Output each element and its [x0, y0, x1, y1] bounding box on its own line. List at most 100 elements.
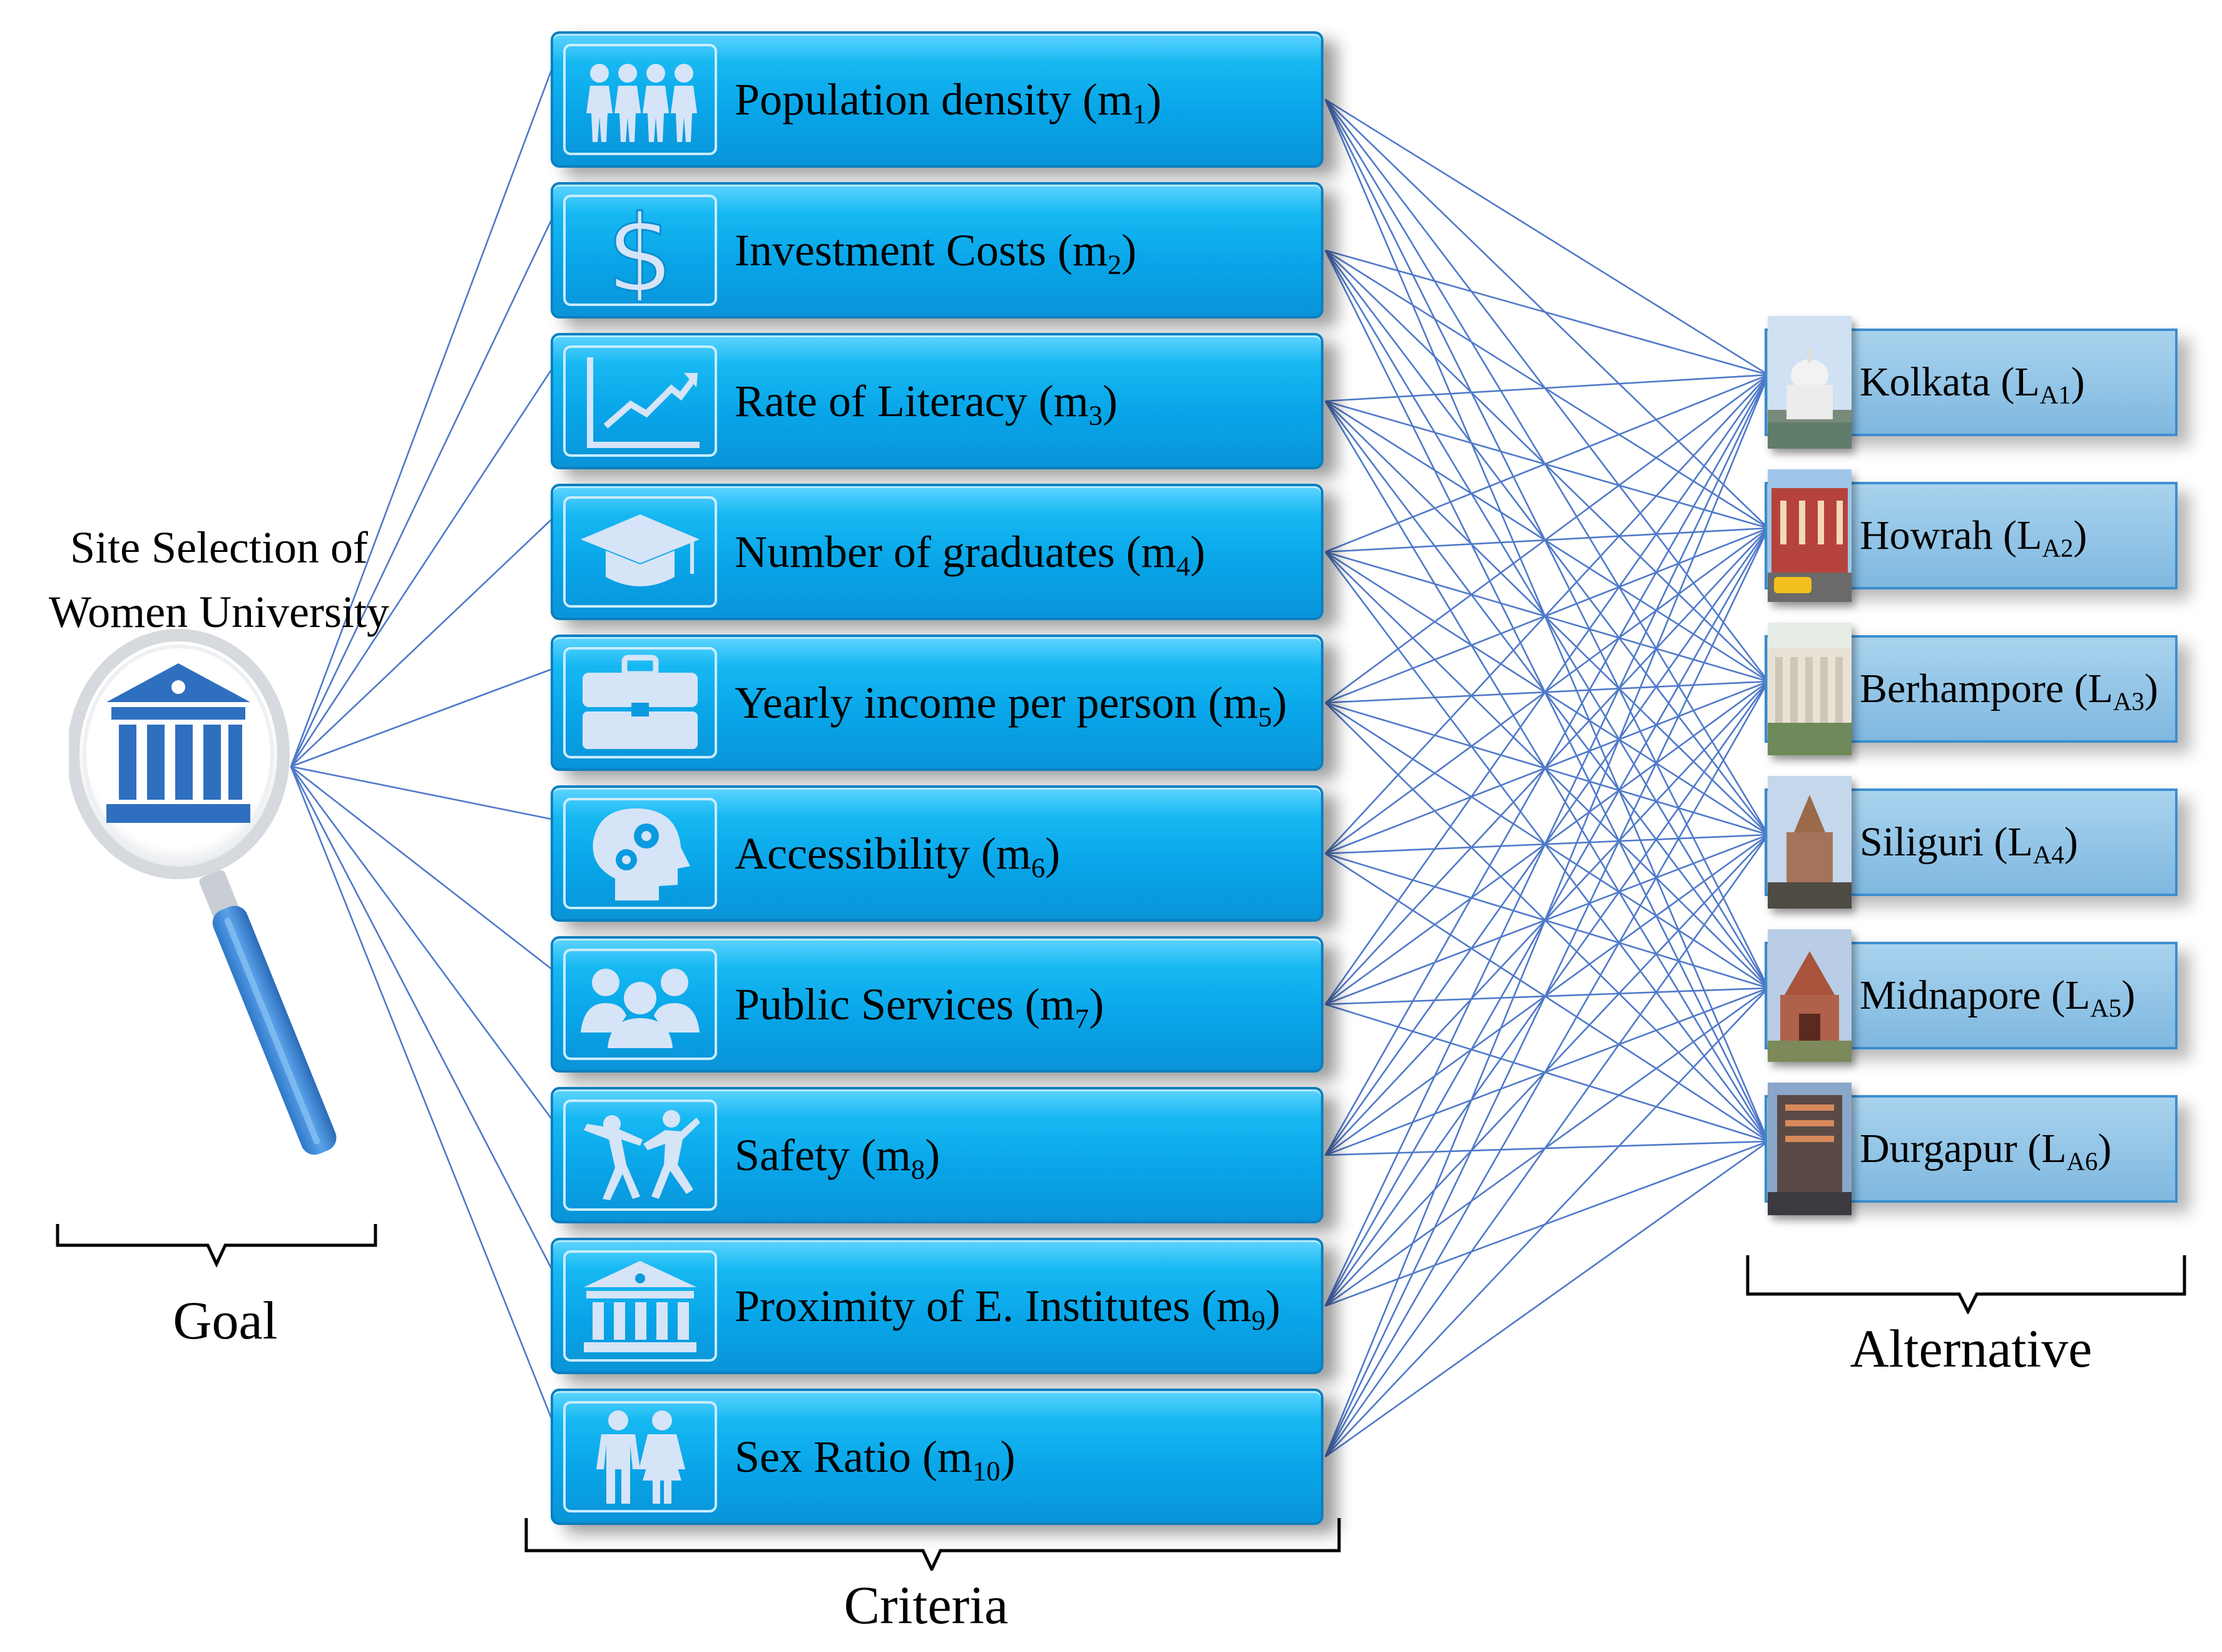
kolkata-photo [1768, 316, 1852, 449]
goal-bracket [56, 1224, 377, 1268]
criterion-to-alternative-line [1325, 249, 1769, 529]
criterion-label: Public Services (m7) [735, 939, 1104, 1070]
criterion-subscript: 7 [1074, 1002, 1089, 1034]
alternative-subscript: A4 [2032, 840, 2064, 869]
siliguri-photo [1768, 776, 1852, 909]
criterion-name: Safety (m [735, 1130, 911, 1180]
criterion-to-alternative-line [1324, 374, 1770, 1156]
alternative-close-paren: ) [2097, 1126, 2112, 1171]
criterion-close-paren: ) [1146, 74, 1162, 125]
criterion-to-alternative-line [1325, 374, 1769, 704]
criterion-to-alternative-line [1325, 249, 1769, 376]
criterion-to-alternative-line [1325, 400, 1769, 683]
svg-text:$: $ [606, 200, 674, 300]
criterion-box-m8: Safety (m8) [551, 1087, 1323, 1223]
criterion-label: Safety (m8) [735, 1089, 940, 1221]
criterion-to-alternative-line [1325, 1003, 1769, 1143]
dollar-icon: $ [563, 195, 717, 306]
criterion-to-alternative-line [1325, 1140, 1769, 1156]
goal-label: Goal [173, 1290, 278, 1350]
alternative-name: Siliguri (L [1860, 819, 2033, 865]
criterion-box-m10: Sex Ratio (m10) [551, 1389, 1323, 1525]
alternative-label: Midnapore (LA5) [1860, 944, 2135, 1047]
criterion-to-alternative-line [1324, 834, 1770, 1457]
goal-to-criterion-line [290, 517, 554, 767]
alternative-name: Berhampore (L [1860, 666, 2113, 711]
criterion-to-alternative-line [1325, 1140, 1769, 1458]
criterion-label: Population density (m1) [735, 34, 1161, 165]
criterion-subscript: 2 [1107, 248, 1122, 280]
alternative-label: Alternative [1850, 1318, 2092, 1379]
criterion-close-paren: ) [1045, 829, 1061, 879]
criterion-to-alternative-line [1325, 527, 1769, 704]
alternative-name: Kolkata (L [1860, 359, 2040, 405]
criterion-label: Investment Costs (m2) [735, 185, 1136, 316]
criterion-to-alternative-line [1325, 374, 1769, 854]
criterion-to-alternative-line [1325, 834, 1769, 1006]
criterion-label: Sex Ratio (m10) [735, 1391, 1016, 1522]
criterion-box-m2: $ Investment Costs (m2) [551, 182, 1323, 319]
criterion-label: Yearly income per person (m5) [735, 637, 1287, 768]
criterion-to-alternative-line [1325, 400, 1769, 529]
university-magnifier-icon [69, 629, 337, 1155]
midnapore-photo [1768, 929, 1852, 1062]
alternative-label: Siliguri (LA4) [1860, 791, 2078, 894]
alternative-name: Midnapore (L [1860, 972, 2091, 1018]
criterion-to-alternative-line [1325, 374, 1769, 402]
criterion-subscript: 8 [910, 1153, 925, 1185]
criterion-close-paren: ) [1000, 1432, 1016, 1482]
alternative-name: Howrah (L [1860, 512, 2042, 558]
criterion-name: Rate of Literacy (m [735, 376, 1089, 426]
criterion-close-paren: ) [1190, 527, 1206, 577]
alternative-subscript: A3 [2113, 687, 2144, 716]
goal-to-criterion-line [290, 65, 554, 767]
goal-to-criterion-line [290, 215, 554, 767]
goal-to-criterion-line [290, 765, 554, 820]
criterion-name: Sex Ratio (m [735, 1432, 972, 1482]
criterion-close-paren: ) [925, 1130, 940, 1180]
criterion-label: Accessibility (m6) [735, 788, 1060, 919]
institute-icon [563, 1250, 717, 1362]
criterion-to-alternative-line [1325, 987, 1769, 1156]
graduation-cap-icon [563, 496, 717, 608]
criterion-close-paren: ) [1089, 979, 1104, 1029]
goal-title-line1: Site Selection of [70, 523, 368, 573]
alternative-subscript: A2 [2042, 534, 2074, 563]
criterion-to-alternative-line [1324, 400, 1770, 1142]
criterion-label: Proximity of E. Institutes (m9) [735, 1240, 1280, 1372]
criterion-box-m1: Population density (m1) [551, 31, 1323, 168]
criterion-to-alternative-line [1324, 551, 1770, 1142]
alternative-close-paren: ) [2064, 819, 2078, 865]
criterion-to-alternative-line [1324, 528, 1770, 1457]
alternative-label: Kolkata (LA1) [1860, 331, 2085, 434]
criterion-to-alternative-line [1324, 99, 1770, 835]
criterion-to-alternative-line [1324, 400, 1770, 989]
criterion-to-alternative-line [1324, 250, 1770, 989]
alternative-subscript: A5 [2090, 994, 2122, 1022]
criterion-to-alternative-line [1325, 834, 1769, 855]
couple-icon [563, 1401, 717, 1512]
alternative-close-paren: ) [2144, 666, 2158, 711]
criterion-box-m6: Accessibility (m6) [551, 785, 1323, 922]
criterion-to-alternative-line [1325, 680, 1769, 855]
criterion-to-alternative-line [1325, 374, 1769, 553]
people-icon [563, 44, 717, 155]
berhampore-photo [1768, 623, 1852, 755]
criterion-subscript: 9 [1251, 1304, 1266, 1336]
goal-to-criterion-line [290, 366, 554, 767]
criterion-to-alternative-line [1325, 400, 1769, 835]
alternative-close-paren: ) [2071, 359, 2085, 405]
criterion-box-m7: Public Services (m7) [551, 936, 1323, 1073]
criterion-to-alternative-line [1325, 701, 1769, 836]
criterion-box-m5: Yearly income per person (m5) [551, 635, 1323, 771]
criterion-to-alternative-line [1325, 987, 1769, 1457]
criterion-name: Public Services (m [735, 979, 1075, 1029]
goal-title-line2: Women University [48, 587, 390, 637]
alternative-bracket [1746, 1255, 2186, 1314]
alternative-close-paren: ) [2121, 972, 2136, 1018]
criterion-box-m9: Proximity of E. Institutes (m9) [551, 1238, 1323, 1374]
alternative-name: Durgapur (L [1860, 1126, 2067, 1171]
goal-to-criterion-line [290, 766, 554, 1273]
criterion-name: Yearly income per person (m [735, 678, 1258, 728]
